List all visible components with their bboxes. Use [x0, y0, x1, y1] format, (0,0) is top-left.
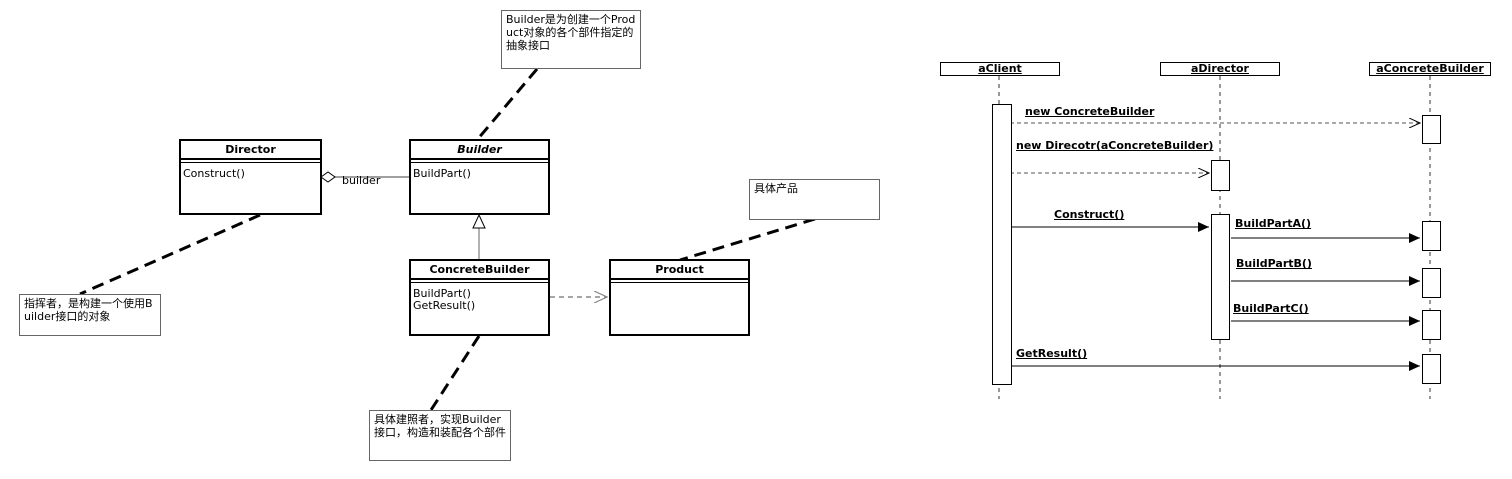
class-builder-name: Builder	[411, 141, 548, 163]
class-product-name: Product	[611, 261, 748, 283]
lifeline-aclient[interactable]: aClient	[940, 62, 1060, 76]
note-director[interactable]: 指挥者，是构建一个使用Builder接口的对象	[19, 294, 161, 336]
class-director-name: Director	[181, 141, 320, 163]
class-builder[interactable]: Builder BuildPart()	[409, 139, 550, 215]
message-buildpartb: BuildPartB()	[1236, 257, 1312, 270]
class-director[interactable]: Director Construct()	[179, 139, 322, 215]
operation: Construct()	[183, 167, 245, 180]
message-new-director: new Direcotr(aConcreteBuilder)	[1016, 139, 1214, 152]
note-connector-concrete-builder	[429, 335, 481, 411]
note-concrete-builder[interactable]: 具体建照者，实现Builder接口，构造和装配各个部件	[369, 410, 511, 461]
operation: GetResult()	[413, 299, 476, 312]
lifeline-aconcretebuilder[interactable]: aConcreteBuilder	[1369, 62, 1491, 76]
note-connector-builder	[475, 68, 539, 141]
message-buildpartc: BuildPartC()	[1233, 302, 1309, 315]
activation-adirector-2	[1211, 214, 1230, 340]
class-concrete-builder[interactable]: ConcreteBuilder BuildPart() GetResult()	[409, 259, 550, 336]
activation-aconcretebuilder-4	[1422, 310, 1441, 340]
class-product[interactable]: Product	[609, 259, 750, 336]
note-connector-product	[679, 217, 816, 262]
note-product[interactable]: 具体产品	[749, 179, 880, 220]
message-new-concretebuilder: new ConcreteBuilder	[1025, 105, 1155, 118]
activation-aconcretebuilder-1	[1422, 115, 1441, 144]
class-director-operations: Construct()	[181, 160, 320, 180]
operation: BuildPart()	[413, 167, 471, 180]
lifeline-adirector[interactable]: aDirector	[1160, 62, 1280, 76]
message-buildparta: BuildPartA()	[1235, 217, 1312, 230]
aggregation-label: builder	[342, 174, 381, 187]
activation-aclient	[992, 104, 1012, 385]
class-builder-operations: BuildPart()	[411, 160, 548, 180]
class-concrete-builder-operations: BuildPart() GetResult()	[411, 280, 548, 312]
note-builder[interactable]: Builder是为创建一个Product对象的各个部件指定的抽象接口	[501, 10, 641, 69]
generalization-triangle	[472, 213, 486, 229]
note-connector-director	[79, 213, 261, 296]
message-construct: Construct()	[1054, 208, 1125, 221]
activation-aconcretebuilder-5	[1422, 354, 1441, 384]
message-getresult: GetResult()	[1016, 347, 1088, 360]
operation: BuildPart()	[413, 287, 471, 300]
aggregation-diamond	[320, 171, 336, 183]
class-concrete-builder-name: ConcreteBuilder	[411, 261, 548, 283]
activation-aconcretebuilder-3	[1422, 268, 1441, 298]
activation-adirector-1	[1211, 160, 1230, 191]
activation-aconcretebuilder-2	[1422, 221, 1441, 251]
